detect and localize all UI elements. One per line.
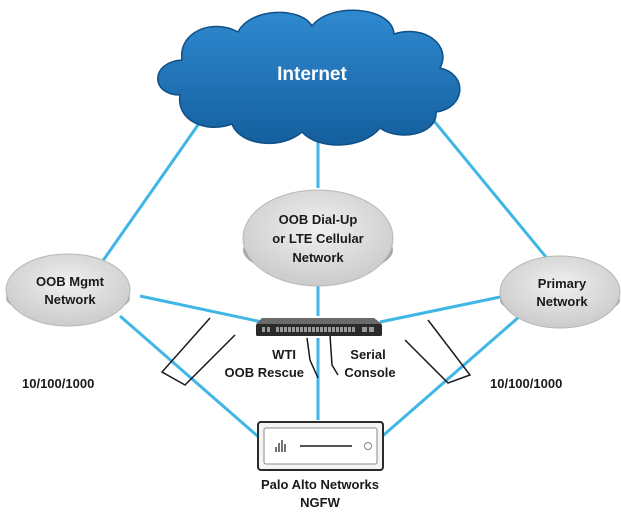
callout-wti [306, 337, 319, 379]
node-ellipse [242, 189, 394, 287]
callout-speed-right [404, 319, 472, 384]
ngfw-label-line2: NGFW [300, 495, 340, 510]
wti-label-line1: WTI [272, 347, 296, 362]
switch-ports-icon [262, 327, 374, 332]
node-primary-network: Primary Network [499, 255, 621, 329]
callout-lines [160, 317, 472, 386]
link-primary-wti [379, 294, 506, 324]
cloud-icon [157, 9, 461, 146]
link-oobmgmt-wti [139, 294, 263, 324]
link-primary-ngfw [377, 314, 521, 442]
node-label-line1: OOB Dial-Up [279, 212, 358, 227]
node-label-line1: Primary [538, 276, 587, 291]
switch-top-icon [256, 318, 382, 324]
node-label-line2: Network [44, 292, 96, 307]
ngfw-power-icon [364, 442, 372, 450]
node-label-line2: or LTE Cellular [272, 231, 364, 246]
node-ellipse [5, 253, 131, 327]
node-ellipse [499, 255, 621, 329]
serial-label-line1: Serial [350, 347, 385, 362]
wti-label-line2: OOB Rescue [225, 365, 304, 380]
serial-label-line2: Console [344, 365, 395, 380]
node-oob-dialup-network: OOB Dial-Up or LTE Cellular Network [242, 189, 394, 287]
link-internet-primary [423, 109, 557, 269]
ngfw-logo-icon [275, 440, 286, 452]
speed-label-right: 10/100/1000 [490, 376, 562, 391]
speed-label-left: 10/100/1000 [22, 376, 94, 391]
callout-speed-left [160, 317, 236, 386]
link-internet-oobmgmt [93, 114, 207, 273]
node-label-line3: Network [292, 250, 344, 265]
internet-cloud: Internet [157, 9, 461, 146]
node-label-line2: Network [536, 294, 588, 309]
node-oob-mgmt-network: OOB Mgmt Network [5, 253, 131, 327]
cloud-label: Internet [277, 64, 347, 85]
node-label-line1: OOB Mgmt [36, 274, 105, 289]
device-ngfw [257, 421, 384, 471]
ngfw-label-line1: Palo Alto Networks [261, 477, 379, 492]
callout-serial [329, 334, 339, 376]
device-wti-switch [256, 318, 382, 336]
